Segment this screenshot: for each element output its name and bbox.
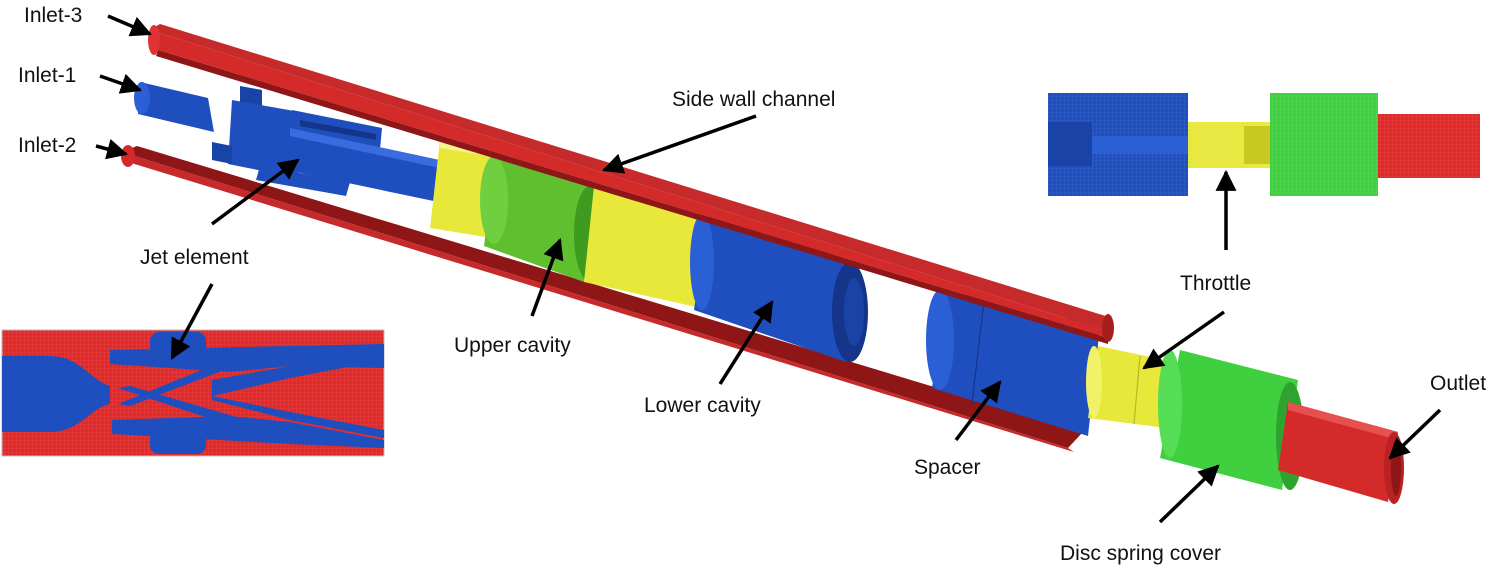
label-throttle: Throttle	[1180, 272, 1251, 295]
label-inlet-3: Inlet-3	[24, 4, 82, 27]
label-lower-cavity: Lower cavity	[644, 394, 761, 417]
label-outlet: Outlet	[1430, 372, 1486, 395]
label-inlet-1: Inlet-1	[18, 64, 76, 87]
spacer-arrow	[954, 380, 1002, 442]
label-jet-element: Jet element	[140, 246, 249, 269]
label-side-wall-channel: Side wall channel	[672, 88, 835, 111]
jet-element-inset-arrow	[170, 283, 214, 360]
label-disc-spring-cover: Disc spring cover	[1060, 542, 1221, 565]
jet-element-inset	[1, 329, 385, 457]
outlet-tube	[1278, 402, 1404, 504]
side-wall-channel-arrow	[602, 114, 757, 174]
labels: Inlet-3 Inlet-1 Inlet-2 Side wall channe…	[18, 4, 1486, 565]
label-upper-cavity: Upper cavity	[454, 334, 571, 357]
inlet-1-arrow	[99, 73, 142, 94]
label-inlet-2: Inlet-2	[18, 134, 76, 157]
main-assembly	[121, 24, 1404, 504]
jet-element-arrow	[210, 158, 300, 226]
throttle-inset	[1048, 93, 1480, 196]
side-wall-channel	[148, 24, 1114, 344]
upper-cavity-arrow	[530, 238, 564, 317]
outlet-arrow	[1388, 408, 1442, 460]
inlet-3-arrow	[107, 14, 152, 37]
disc-spring-cover-arrow	[1158, 464, 1220, 524]
label-spacer: Spacer	[914, 456, 981, 479]
throttle-arrow	[1142, 310, 1226, 370]
inlet-2-arrow	[95, 138, 129, 160]
callout-arrows	[95, 14, 1442, 524]
lower-cavity-arrow	[718, 300, 774, 385]
